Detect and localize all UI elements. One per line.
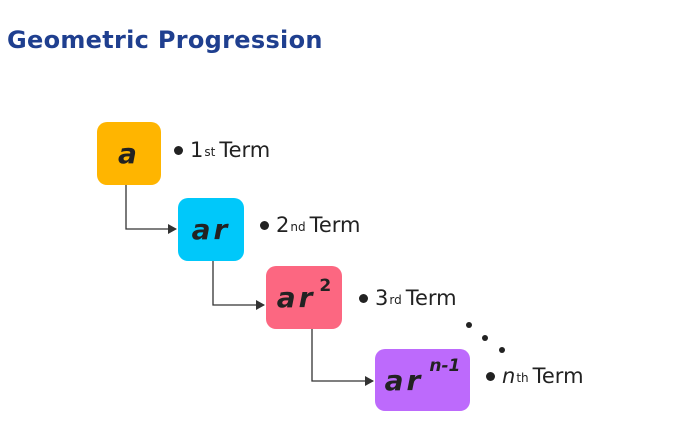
connector-arrow-2 xyxy=(212,261,265,310)
bullet-icon xyxy=(359,293,368,303)
term-label-4-word: Term xyxy=(532,364,584,388)
term-box-1-base: a xyxy=(118,137,140,170)
term-label-3-ordinal: 3 xyxy=(375,286,389,310)
term-box-3-exponent: 2 xyxy=(319,275,332,296)
ellipsis-dot-1 xyxy=(466,322,472,328)
diagram-title: Geometric Progression xyxy=(7,26,323,54)
term-label-4-suffix: th xyxy=(516,371,529,385)
term-box-2-base: ar xyxy=(191,213,231,246)
term-label-1-word: Term xyxy=(219,138,271,162)
term-label-1-ordinal: 1 xyxy=(190,138,204,162)
term-label-2-word: Term xyxy=(309,213,361,237)
bullet-icon xyxy=(260,220,269,230)
connector-arrow-1 xyxy=(125,185,177,234)
bullet-icon xyxy=(486,371,495,381)
connector-arrow-3 xyxy=(311,329,374,386)
term-label-3-word: Term xyxy=(405,286,457,310)
term-label-2-ordinal: 2 xyxy=(276,213,290,237)
ellipsis-dot-2 xyxy=(482,335,488,341)
term-box-3-base: ar xyxy=(276,281,316,314)
term-box-4-base: ar xyxy=(384,363,424,397)
term-box-1: a xyxy=(97,122,161,185)
term-label-4-ordinal: n xyxy=(502,364,516,388)
bullet-icon xyxy=(174,145,183,155)
term-box-4-exponent: n-1 xyxy=(429,356,461,376)
ellipsis-dot-3 xyxy=(499,347,505,353)
term-label-3-suffix: rd xyxy=(389,293,402,307)
term-box-2: ar xyxy=(178,198,244,261)
term-label-2-suffix: nd xyxy=(290,220,306,234)
term-label-1-suffix: st xyxy=(204,145,216,159)
